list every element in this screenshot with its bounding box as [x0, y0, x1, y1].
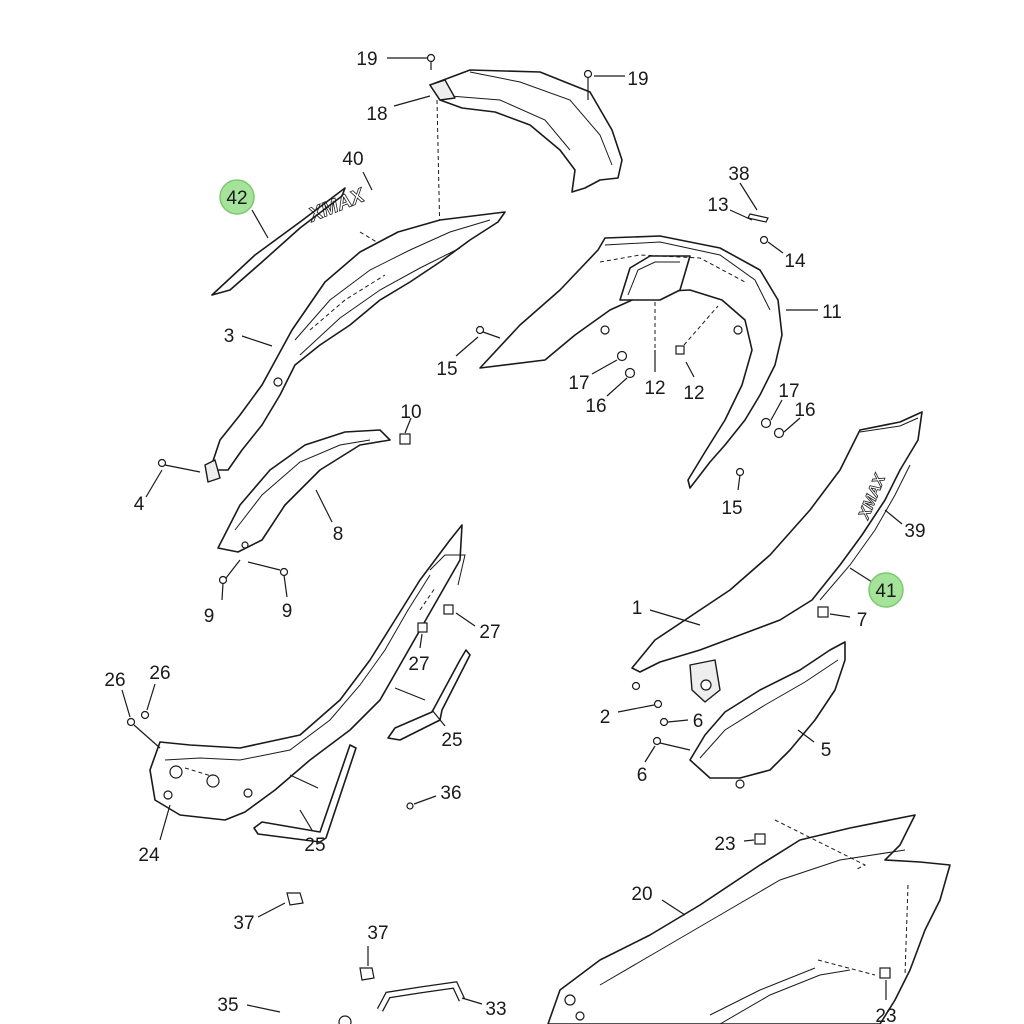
callout-c3: 3 — [224, 326, 235, 347]
screw-2 — [653, 699, 663, 709]
callout-c18: 18 — [366, 104, 387, 125]
clip-10 — [399, 433, 411, 445]
callout-c38: 38 — [728, 164, 749, 185]
callout-c26a: 26 — [104, 670, 125, 691]
callout-c17a: 17 — [568, 373, 589, 394]
part-33-hose — [376, 981, 466, 1012]
highlighted-callout-h42[interactable]: 42 — [219, 179, 255, 215]
callout-c6a: 6 — [693, 711, 704, 732]
screw-14 — [759, 235, 769, 245]
callout-c15a: 15 — [436, 359, 457, 380]
clip-38 — [747, 213, 769, 223]
nut-26a — [126, 717, 136, 727]
callout-c15b: 15 — [721, 498, 742, 519]
clip-7 — [817, 606, 829, 618]
callout-c25b: 25 — [304, 835, 325, 856]
part-3-side-cover — [204, 211, 506, 483]
highlighted-callouts: 42 41 — [219, 179, 904, 608]
callout-c25a: 25 — [441, 730, 462, 751]
highlight-circle[interactable] — [868, 572, 904, 608]
part-37-clip-b — [359, 967, 375, 981]
callout-c8: 8 — [333, 524, 344, 545]
callout-c27b: 27 — [408, 654, 429, 675]
clip-23b — [879, 967, 891, 979]
highlight-label: 42 — [226, 188, 247, 209]
nut-26b — [140, 710, 150, 720]
part-5-lower-cover — [689, 641, 846, 789]
callout-c6b: 6 — [637, 765, 648, 786]
part-24-inner-frame — [149, 524, 466, 821]
callout-c9b: 9 — [282, 601, 293, 622]
callout-c16a: 16 — [585, 396, 606, 417]
clip-27b — [417, 622, 428, 633]
part-25-seal-upper — [387, 649, 471, 741]
callout-c9a: 9 — [204, 606, 215, 627]
screw-9a — [218, 559, 241, 601]
clip-23a — [754, 833, 766, 845]
clip-27a — [443, 604, 454, 615]
callout-c40: 40 — [342, 149, 363, 170]
highlighted-callout-h41[interactable]: 41 — [868, 572, 904, 608]
callout-c37a: 37 — [233, 913, 254, 934]
part-11-rear-center-cover — [479, 235, 783, 489]
screw-9b — [247, 561, 289, 598]
screw-15a — [475, 325, 501, 339]
part-35-hose — [282, 808, 407, 1024]
part-40-emblem: XMAX — [304, 184, 369, 228]
grommet-12b — [675, 345, 685, 355]
callout-c35: 35 — [217, 995, 238, 1016]
highlight-circle[interactable] — [219, 179, 255, 215]
part-1-side-cover: XMAX — [631, 411, 923, 703]
washer-16b — [773, 427, 785, 439]
callout-c14: 14 — [784, 251, 806, 272]
screw-15b — [735, 467, 745, 491]
callout-c1: 1 — [632, 598, 643, 619]
callout-c17b: 17 — [778, 381, 799, 402]
washer-16a — [624, 367, 636, 379]
callout-c23b: 23 — [875, 1006, 896, 1024]
callout-c19b: 19 — [627, 69, 648, 90]
callout-c11: 11 — [822, 302, 842, 323]
callout-c36: 36 — [440, 783, 461, 804]
screw-6a — [659, 717, 669, 727]
callout-c20: 20 — [631, 884, 652, 905]
callout-c24: 24 — [138, 845, 160, 866]
callout-c23a: 23 — [714, 834, 735, 855]
callout-c10: 10 — [400, 402, 421, 423]
nut-17a — [616, 350, 628, 362]
part-20-lower-panel — [547, 814, 951, 1024]
nut-17b — [760, 417, 772, 429]
screw-4 — [157, 458, 201, 473]
callout-c5: 5 — [821, 740, 832, 761]
callout-c26b: 26 — [149, 663, 170, 684]
callout-c37b: 37 — [367, 923, 388, 944]
screw-19a — [426, 53, 436, 70]
callout-c39: 39 — [904, 521, 925, 542]
part-25-seal-lower — [253, 744, 357, 843]
part-37-clip-a — [286, 892, 304, 906]
callout-c16b: 16 — [794, 400, 815, 421]
callout-c4: 4 — [134, 494, 145, 515]
screw-6b — [652, 736, 691, 751]
highlight-label: 41 — [875, 581, 896, 602]
callout-c19a: 19 — [356, 49, 377, 70]
callout-c2: 2 — [600, 707, 611, 728]
callout-c27a: 27 — [479, 622, 500, 643]
callout-c7: 7 — [857, 610, 868, 631]
screw-19b — [583, 69, 593, 100]
part-8-inner-strip — [217, 429, 391, 553]
part-36-clamp — [406, 802, 414, 810]
callout-c12a: 12 — [644, 378, 665, 399]
part-front-upper-cover — [429, 69, 623, 193]
svg-text:XMAX: XMAX — [305, 184, 369, 227]
callout-c13: 13 — [707, 195, 728, 216]
callout-c33: 33 — [485, 999, 506, 1020]
part-42-stripe — [211, 187, 346, 296]
callout-c12b: 12 — [683, 383, 704, 404]
